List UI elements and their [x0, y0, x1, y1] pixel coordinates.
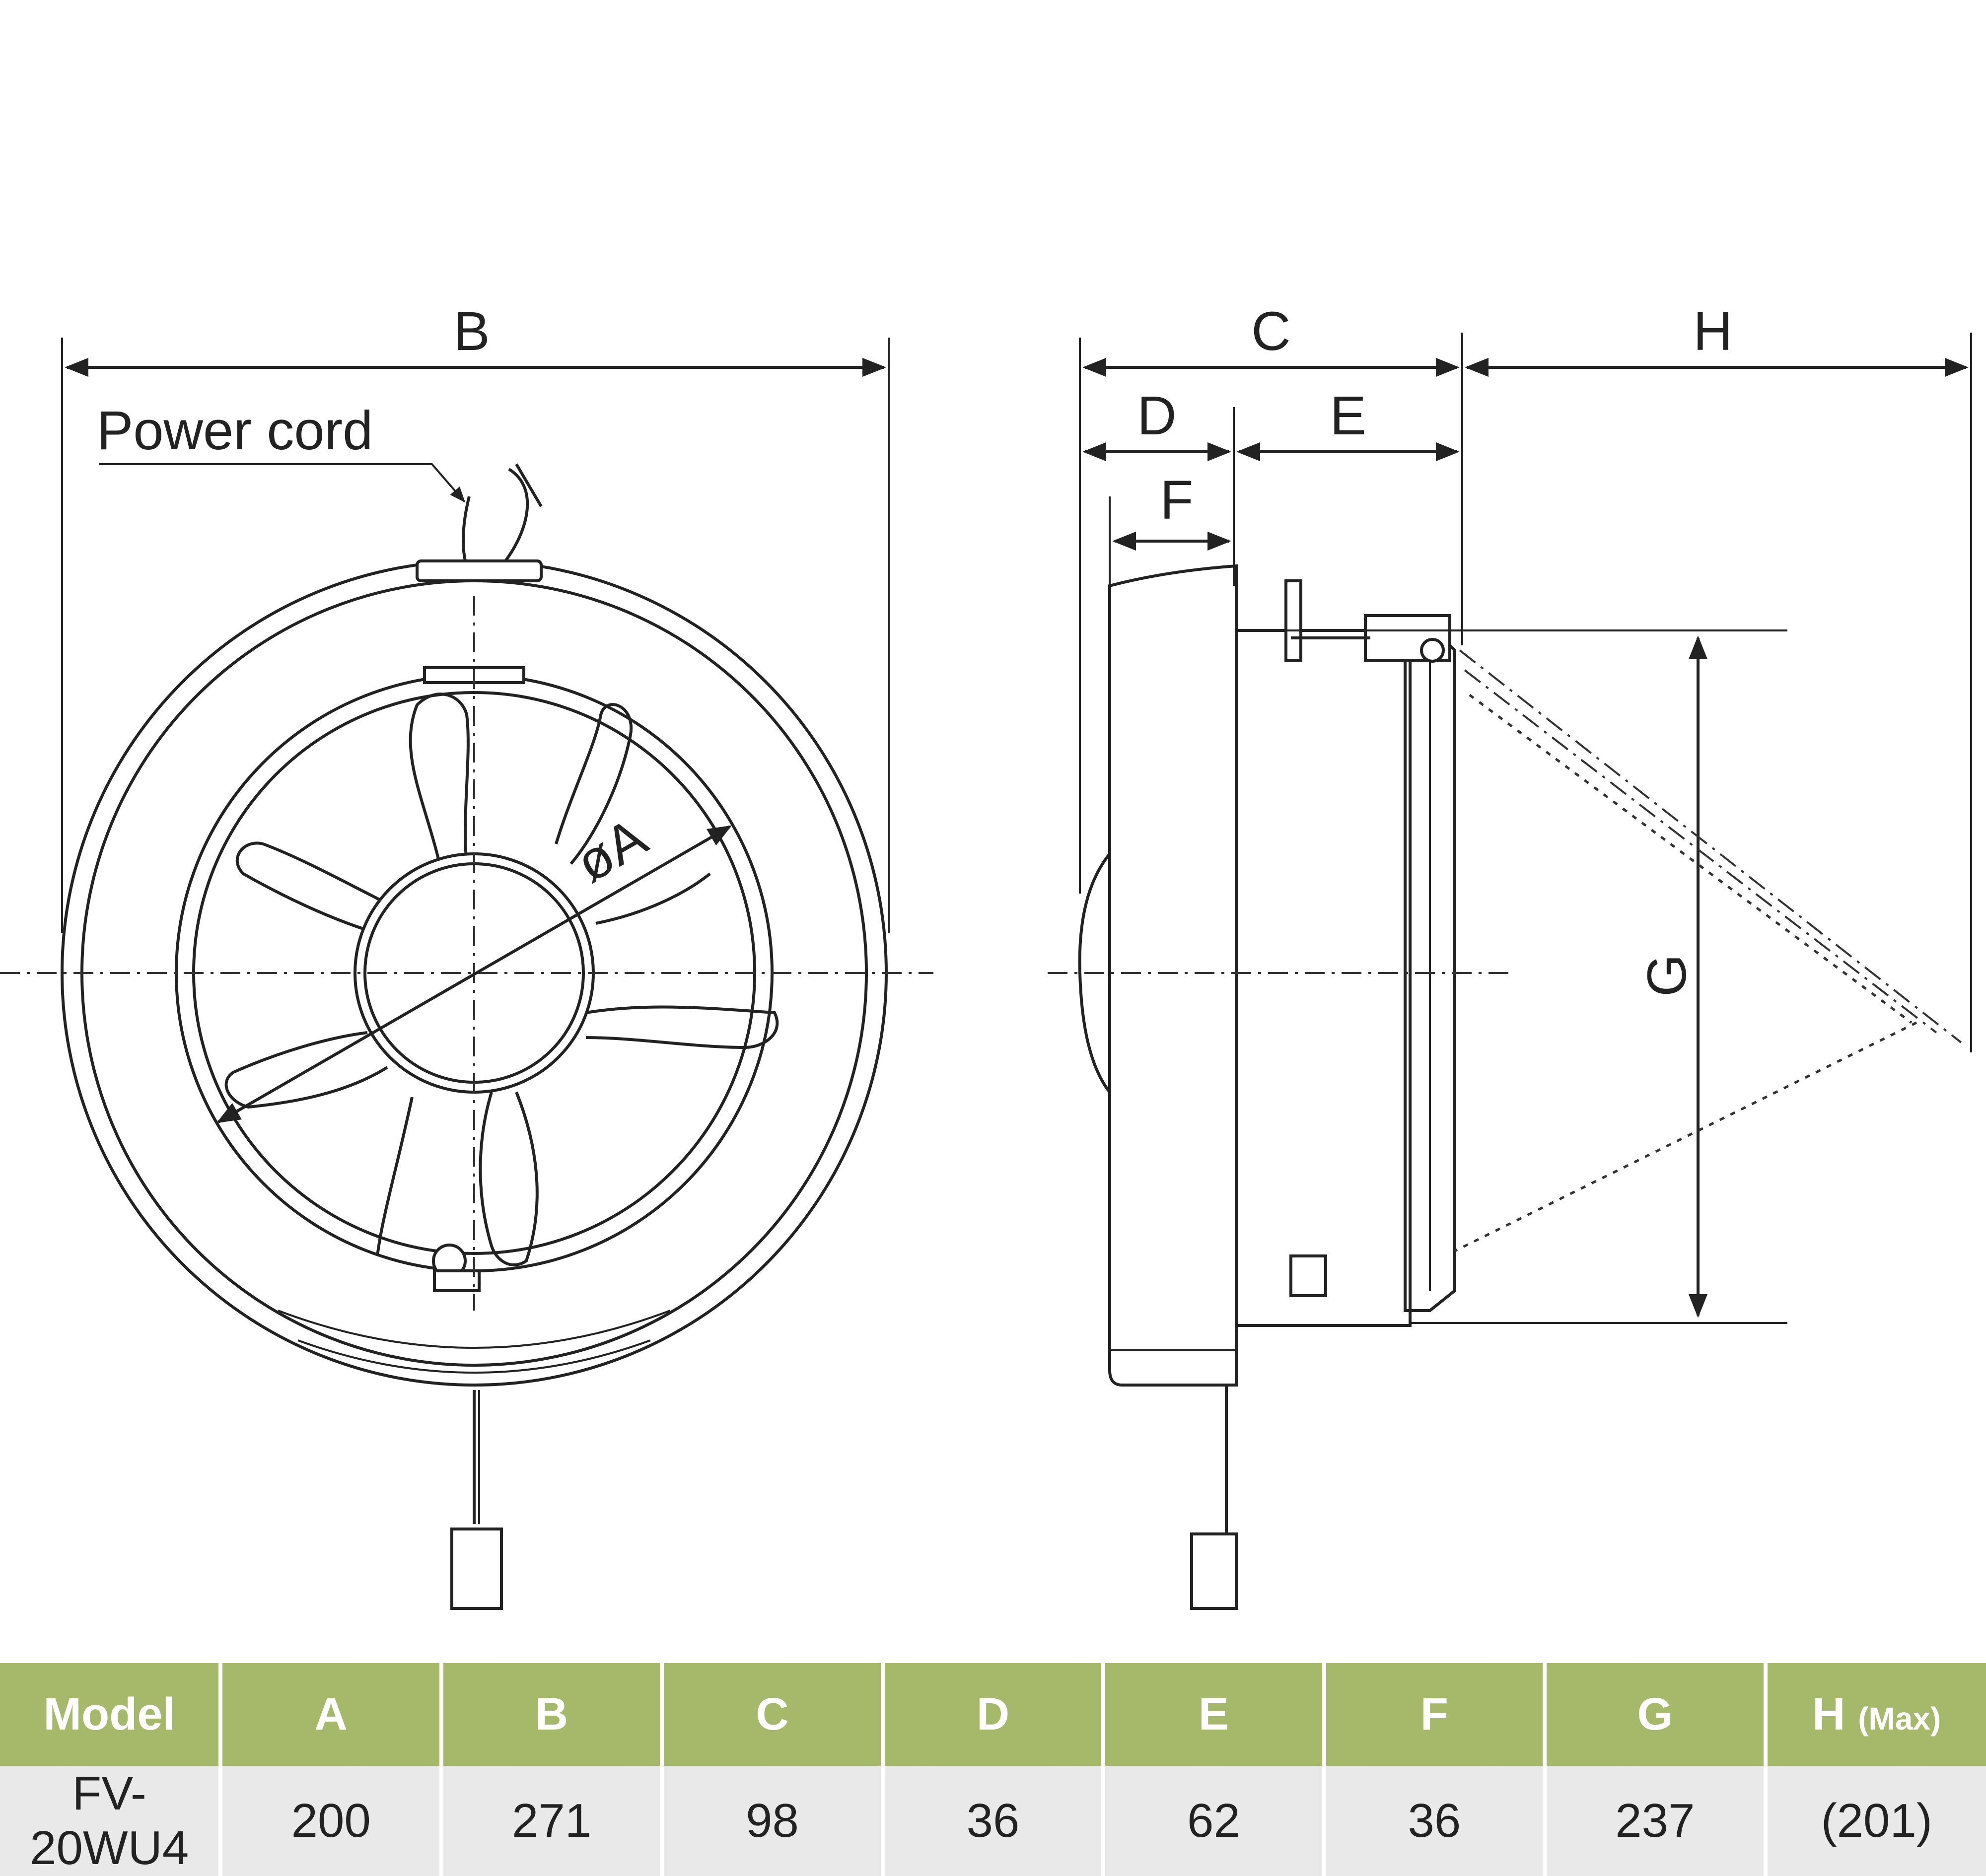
cell-f: 36	[1324, 1766, 1545, 1876]
spec-table: Model A B C D E F G H (Max) FV-20WU4 200…	[0, 1663, 1986, 1876]
label-e: E	[1330, 385, 1366, 446]
label-g: G	[1636, 954, 1698, 997]
dimension-e: E	[1239, 385, 1457, 452]
front-pull-cord	[452, 1390, 501, 1608]
header-g: G	[1545, 1663, 1765, 1766]
header-d: D	[883, 1663, 1103, 1766]
header-b: B	[441, 1663, 662, 1766]
cell-e: 62	[1103, 1766, 1324, 1876]
cell-c: 98	[662, 1766, 882, 1876]
header-a: A	[220, 1663, 441, 1766]
side-pull-cord	[1192, 1385, 1236, 1608]
label-b: B	[453, 301, 490, 362]
label-c: C	[1251, 301, 1290, 362]
dimension-g: G	[1636, 638, 1698, 1316]
dimension-f: F	[1115, 470, 1229, 541]
header-h-sub: (Max)	[1858, 1701, 1941, 1737]
cell-a: 200	[220, 1766, 441, 1876]
side-view: C H D E F	[1048, 301, 1971, 1608]
cell-h: (201)	[1766, 1766, 1986, 1876]
header-c: C	[662, 1663, 882, 1766]
power-cord-label: Power cord	[97, 400, 373, 461]
open-shutter-outline	[1455, 650, 1961, 1251]
table-row: FV-20WU4 200 271 98 36 62 36 237 (201)	[0, 1766, 1986, 1876]
dimension-b: B	[62, 301, 889, 933]
front-view: B Power cord	[0, 301, 933, 1608]
label-f: F	[1160, 470, 1193, 531]
cell-g: 237	[1545, 1766, 1765, 1876]
cell-b: 271	[441, 1766, 662, 1876]
header-f: F	[1324, 1663, 1545, 1766]
label-d: D	[1137, 385, 1176, 446]
header-e: E	[1103, 1663, 1324, 1766]
dimension-d: D	[1085, 385, 1229, 452]
side-body	[1236, 630, 1410, 1325]
dimension-h: H	[1467, 301, 1966, 367]
side-front-cover	[1110, 566, 1236, 1385]
header-h: H (Max)	[1766, 1663, 1986, 1766]
label-phi-a: øA	[566, 806, 657, 894]
header-model: Model	[0, 1663, 220, 1766]
cell-d: 36	[883, 1766, 1103, 1876]
spec-table-header-row: Model A B C D E F G H (Max)	[0, 1663, 1986, 1766]
label-h: H	[1693, 301, 1732, 362]
dimension-c: C	[1085, 301, 1457, 367]
cell-model: FV-20WU4	[0, 1766, 220, 1876]
power-cord-callout: Power cord	[97, 400, 541, 566]
